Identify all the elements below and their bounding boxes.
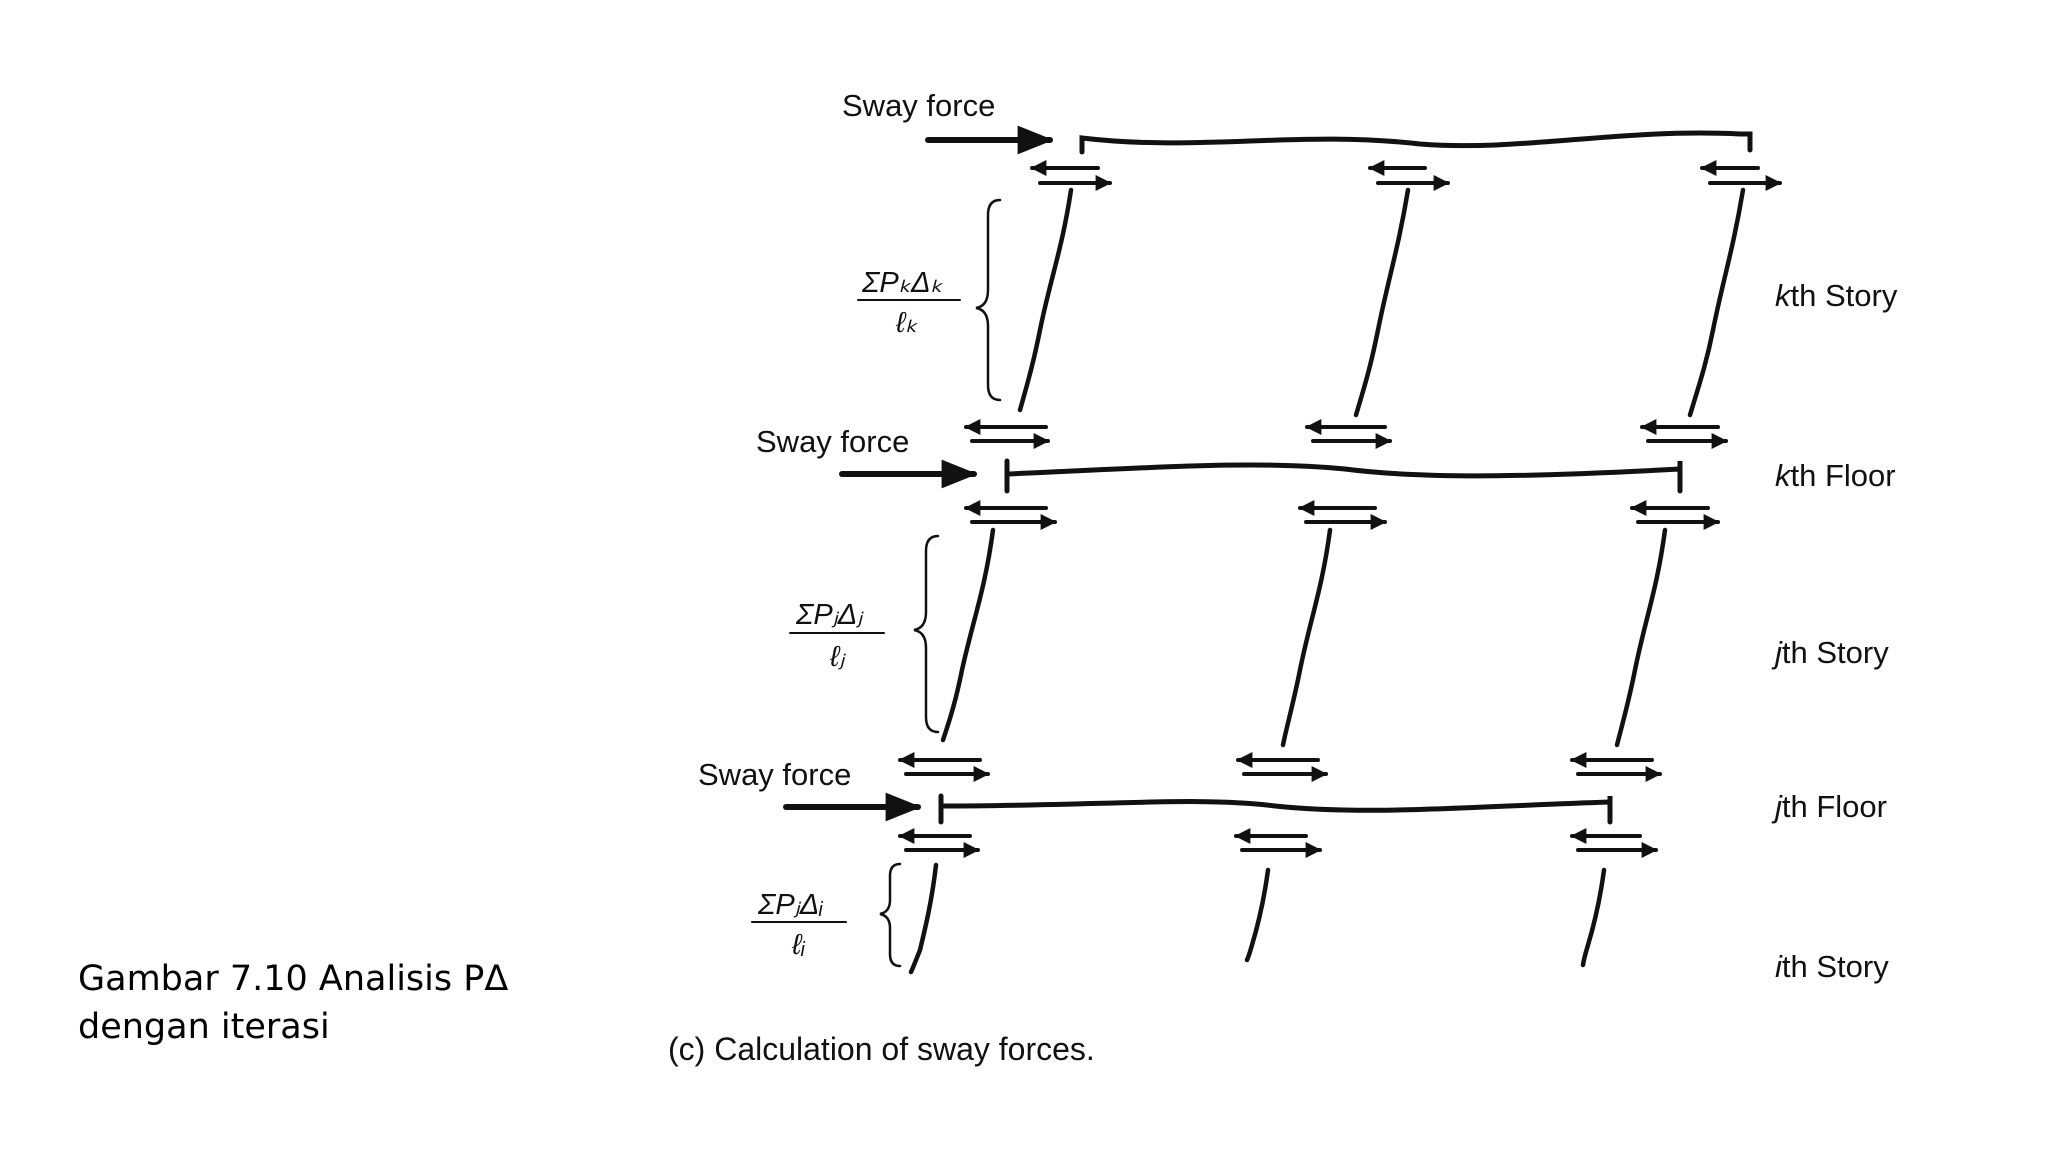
- fraction-k-numerator: ΣPₖΔₖ: [861, 267, 944, 299]
- j-floor-beam: [938, 793, 1613, 825]
- column-k-1: [1017, 187, 1074, 413]
- column-k-3: [1687, 187, 1746, 418]
- caption-line-2: dengan iterasi: [78, 1007, 330, 1047]
- fraction-j-denominator: ℓⱼ: [829, 641, 846, 673]
- column-i-2: [1244, 867, 1271, 963]
- column-j-2: [1280, 527, 1333, 748]
- slide-caption: Gambar 7.10 Analisis PΔ dengan iterasi: [78, 955, 508, 1051]
- brace-i: [879, 862, 902, 968]
- column-j-3: [1614, 527, 1668, 748]
- label-k-story: kth Story: [1775, 278, 1898, 313]
- shear-arrows-roof: [1030, 160, 1782, 191]
- label-k-floor: kth Floor: [1775, 458, 1896, 493]
- column-k-2: [1353, 187, 1411, 418]
- fraction-k-denominator: ℓₖ: [895, 307, 918, 339]
- fraction-i-denominator: ℓᵢ: [791, 929, 805, 961]
- fraction-j-numerator: ΣPⱼΔⱼ: [795, 599, 864, 631]
- column-j-1: [940, 527, 996, 743]
- figure-subcaption: (c) Calculation of sway forces.: [668, 1031, 1095, 1067]
- caption-line-1: Gambar 7.10 Analisis PΔ: [78, 959, 509, 999]
- shear-arrows-j-floor: [898, 752, 1662, 858]
- roof-beam: [1079, 130, 1753, 155]
- shear-arrows-k-floor: [964, 419, 1728, 530]
- column-i-1: [908, 862, 939, 975]
- k-floor-beam: [1004, 458, 1683, 494]
- label-i-story: ith Story: [1775, 949, 1889, 984]
- fraction-i-numerator: ΣPⱼΔᵢ: [757, 889, 823, 921]
- label-j-floor: jth Floor: [1771, 789, 1887, 824]
- sway-force-label-k-floor: Sway force: [756, 424, 909, 459]
- sway-force-label-j-floor: Sway force: [698, 757, 851, 792]
- brace-j: [913, 534, 940, 734]
- sway-force-label-roof: Sway force: [842, 88, 995, 123]
- column-i-3: [1580, 867, 1607, 968]
- label-j-story: jth Story: [1771, 635, 1889, 670]
- brace-k: [975, 198, 1002, 402]
